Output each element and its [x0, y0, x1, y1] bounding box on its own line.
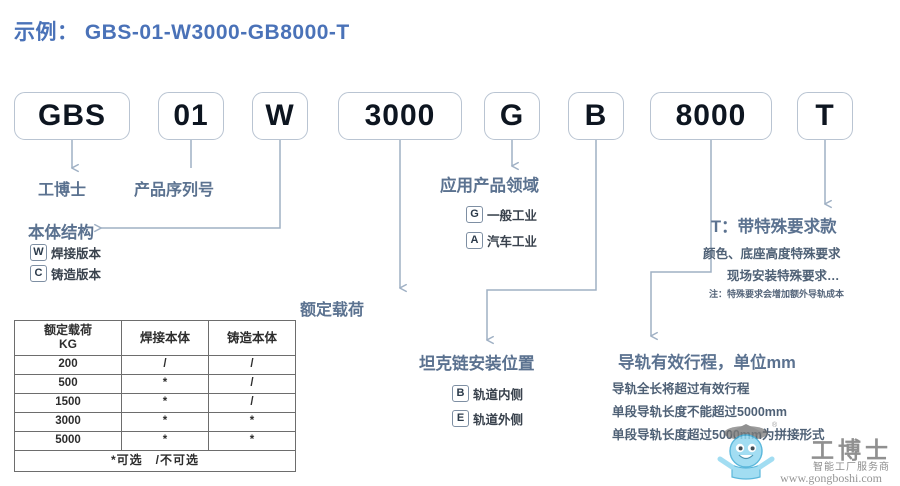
- table-header-welded: 焊接本体: [121, 320, 209, 356]
- table-header-cast: 铸造本体: [208, 320, 296, 356]
- code-box-b[interactable]: B: [568, 92, 624, 140]
- body-option-w-label: 焊接版本: [51, 247, 102, 261]
- chain-option-b-label: 轨道内侧: [473, 388, 524, 402]
- tag-g: G: [466, 206, 483, 223]
- cell-welded: *: [121, 412, 209, 432]
- table-row: 5000 * *: [14, 431, 296, 451]
- code-box-w[interactable]: W: [252, 92, 308, 140]
- label-rail-stroke: 导轨有效行程，单位mm: [618, 354, 796, 372]
- chain-option-e-label: 轨道外侧: [473, 413, 524, 427]
- tag-a: A: [466, 232, 483, 249]
- chain-option-e: E 轨道外侧: [452, 409, 523, 428]
- body-option-w: W 焊接版本: [30, 243, 101, 262]
- code-box-8000[interactable]: 8000: [650, 92, 772, 140]
- tag-e: E: [452, 410, 469, 427]
- code-box-01[interactable]: 01: [158, 92, 224, 140]
- cell-cast: /: [208, 355, 296, 375]
- table-legend: *可选 /不可选: [14, 450, 296, 472]
- rail-note-1: 导轨全长将超过有效行程: [612, 382, 750, 396]
- rail-note-3: 单段导轨长度超过5000mm为拼接形式: [612, 428, 825, 442]
- label-special-requirement: T：带特殊要求款: [711, 218, 837, 236]
- table-header-load-line1: 额定载荷: [43, 323, 92, 338]
- code-box-gbs[interactable]: GBS: [14, 92, 130, 140]
- label-gongboshi: 工博士: [38, 182, 87, 199]
- cell-load: 1500: [14, 393, 122, 413]
- cell-load: 5000: [14, 431, 122, 451]
- cell-cast: /: [208, 393, 296, 413]
- application-option-g: G 一般工业: [466, 205, 537, 224]
- tag-w: W: [30, 244, 47, 261]
- cell-welded: *: [121, 393, 209, 413]
- label-rated-load: 额定载荷: [300, 302, 365, 319]
- cell-welded: *: [121, 374, 209, 394]
- tag-b: B: [452, 385, 469, 402]
- table-row: 500 * /: [14, 374, 296, 394]
- special-note-2: 现场安装特殊要求…: [727, 269, 840, 283]
- label-application-field: 应用产品领域: [440, 177, 539, 195]
- cell-welded: *: [121, 431, 209, 451]
- cell-load: 3000: [14, 412, 122, 432]
- tag-c: C: [30, 265, 47, 282]
- rail-note-2: 单段导轨长度不能超过5000mm: [612, 405, 788, 419]
- cell-load: 200: [14, 355, 122, 375]
- code-box-t[interactable]: T: [797, 92, 853, 140]
- page-title: 示例： GBS-01-W3000-GB8000-T: [14, 21, 350, 44]
- watermark-tagline: 智能工厂服务商: [813, 462, 890, 473]
- watermark-mascot-icon: ®: [717, 421, 778, 480]
- label-body-structure: 本体结构: [28, 224, 94, 242]
- special-footnote: 注：特殊要求会增加额外导轨成本: [709, 289, 845, 299]
- code-box-g[interactable]: G: [484, 92, 540, 140]
- table-row: 3000 * *: [14, 412, 296, 432]
- table-header-row: 额定载荷 KG 焊接本体 铸造本体: [14, 320, 296, 356]
- code-box-3000[interactable]: 3000: [338, 92, 462, 140]
- watermark-url: www.gongboshi.com: [780, 471, 882, 485]
- cell-cast: *: [208, 412, 296, 432]
- label-serial-number: 产品序列号: [134, 182, 215, 199]
- table-row: 1500 * /: [14, 393, 296, 413]
- body-option-c-label: 铸造版本: [51, 268, 102, 282]
- cell-cast: *: [208, 431, 296, 451]
- cell-welded: /: [121, 355, 209, 375]
- svg-text:®: ®: [772, 421, 778, 429]
- table-footer-row: *可选 /不可选: [14, 450, 296, 472]
- cell-cast: /: [208, 374, 296, 394]
- application-option-g-label: 一般工业: [487, 209, 538, 223]
- application-option-a-label: 汽车工业: [487, 235, 538, 249]
- table-header-load-line2: KG: [59, 337, 77, 351]
- watermark-brand: 工博士: [811, 437, 892, 463]
- chain-option-b: B 轨道内侧: [452, 384, 523, 403]
- load-spec-table: 额定载荷 KG 焊接本体 铸造本体 200 / / 500 * / 1500 *…: [14, 320, 296, 472]
- table-row: 200 / /: [14, 355, 296, 375]
- application-option-a: A 汽车工业: [466, 231, 537, 250]
- special-note-1: 颜色、底座高度特殊要求: [703, 247, 841, 261]
- label-chain-position: 坦克链安装位置: [419, 355, 535, 373]
- body-option-c: C 铸造版本: [30, 264, 101, 283]
- table-header-load: 额定载荷 KG: [14, 320, 122, 356]
- cell-load: 500: [14, 374, 122, 394]
